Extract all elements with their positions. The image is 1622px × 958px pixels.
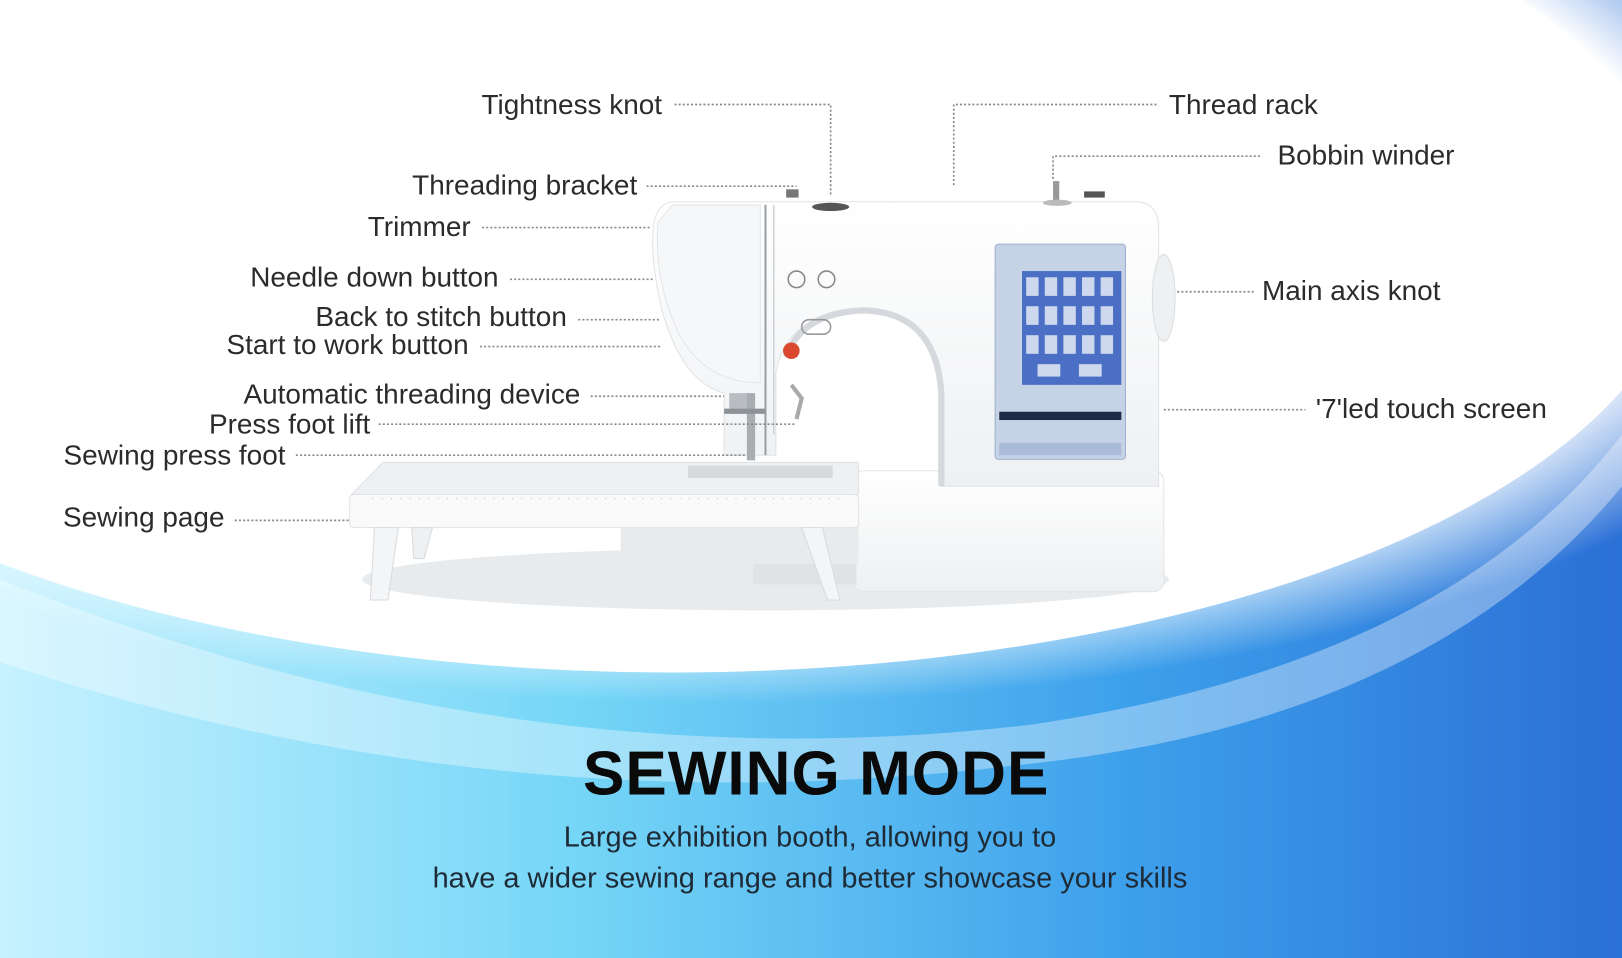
callout-labels-left: Tightness knot Threading bracket Trimmer…: [63, 89, 662, 533]
label-back-to-stitch-button: Back to stitch button: [315, 301, 566, 332]
subtitle-line-2: have a wider sewing range and better sho…: [433, 863, 1188, 895]
sewing-machine: [349, 181, 1176, 611]
label-tightness-knot: Tightness knot: [481, 89, 662, 120]
label-main-axis-knot: Main axis knot: [1262, 275, 1441, 306]
headline: SEWING MODE: [583, 740, 1049, 809]
label-automatic-threading-device: Automatic threading device: [244, 378, 581, 409]
subtitle-line-1: Large exhibition booth, allowing you to: [564, 821, 1057, 853]
label-thread-rack: Thread rack: [1169, 89, 1318, 120]
label-touch-screen: '7'led touch screen: [1316, 393, 1547, 424]
callout-labels-right: Thread rack Bobbin winder Main axis knot…: [1169, 89, 1547, 424]
label-press-foot-lift: Press foot lift: [209, 408, 371, 439]
label-trimmer: Trimmer: [368, 211, 471, 242]
touch-screen: [994, 243, 1126, 460]
label-needle-down-button: Needle down button: [250, 262, 498, 293]
label-start-to-work-button: Start to work button: [227, 329, 469, 360]
label-sewing-page: Sewing page: [63, 502, 224, 533]
label-threading-bracket: Threading bracket: [412, 169, 637, 200]
label-sewing-press-foot: Sewing press foot: [64, 440, 286, 471]
leader-lines: [234, 103, 1306, 522]
label-bobbin-winder: Bobbin winder: [1278, 139, 1455, 170]
